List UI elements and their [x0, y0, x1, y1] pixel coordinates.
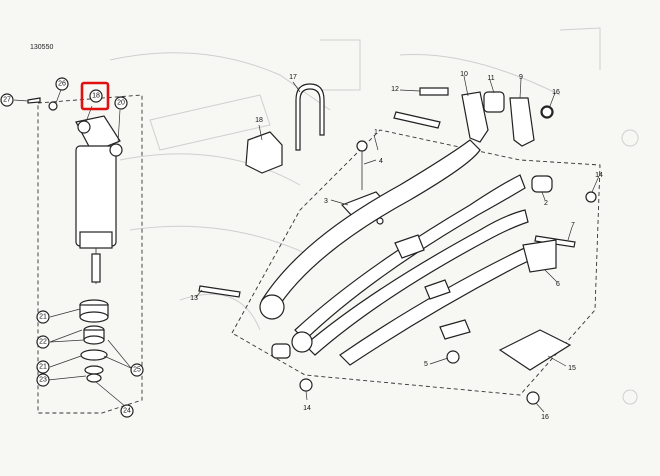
callout-11[interactable]: 11 — [487, 75, 494, 82]
svg-text:15: 15 — [568, 365, 576, 372]
callout-15[interactable]: 15 — [568, 365, 576, 372]
highlight-box — [80, 81, 110, 111]
callout-21-upper[interactable]: 21 — [36, 310, 50, 324]
nut-16-top — [541, 106, 553, 118]
svg-text:23: 23 — [39, 377, 47, 384]
svg-text:2: 2 — [544, 200, 548, 207]
svg-text:17: 17 — [289, 74, 297, 81]
svg-text:16: 16 — [541, 414, 549, 421]
leaf-spring-pack — [259, 139, 543, 366]
leader-lines — [13, 75, 600, 413]
callout-14-right[interactable]: 14 — [595, 172, 603, 179]
nut-5 — [446, 350, 460, 364]
bushing-stack — [79, 299, 109, 383]
callout-5[interactable]: 5 — [424, 361, 428, 368]
svg-text:21: 21 — [39, 364, 47, 371]
callout-10[interactable]: 10 — [460, 71, 468, 78]
svg-text:9: 9 — [519, 74, 523, 81]
svg-text:18: 18 — [255, 117, 263, 124]
svg-text:20: 20 — [117, 100, 125, 107]
svg-text:25: 25 — [133, 367, 141, 374]
callout-17[interactable]: 17 — [289, 74, 297, 81]
shock-absorber — [75, 115, 123, 284]
svg-text:12: 12 — [391, 86, 399, 93]
callout-16-bottom[interactable]: 16 — [541, 414, 549, 421]
callout-25[interactable]: 25 — [130, 363, 144, 377]
background-ghost-drawing — [109, 27, 639, 405]
svg-text:26: 26 — [58, 81, 66, 88]
svg-text:18: 18 — [92, 93, 100, 100]
svg-text:3: 3 — [324, 198, 328, 205]
svg-text:24: 24 — [123, 408, 131, 415]
svg-text:14: 14 — [303, 405, 311, 412]
drawing-reference: 130550 — [30, 44, 53, 51]
nut-14-right — [585, 191, 597, 203]
svg-text:11: 11 — [487, 75, 494, 82]
svg-text:14: 14 — [595, 172, 603, 179]
svg-text:16: 16 — [552, 89, 560, 96]
svg-text:4: 4 — [379, 158, 383, 165]
callout-14-bottom[interactable]: 14 — [303, 405, 311, 412]
callout-1[interactable]: 1 — [374, 129, 378, 136]
spring-hanger — [522, 239, 557, 273]
svg-text:22: 22 — [39, 339, 47, 346]
callout-18-bracket[interactable]: 18 — [255, 117, 263, 124]
bushing — [531, 175, 553, 193]
svg-text:27: 27 — [3, 97, 11, 104]
shackle-assembly — [393, 87, 554, 147]
shock-absorber-group-outline — [37, 94, 143, 414]
nut-16-bottom — [526, 391, 540, 405]
lower-bushing — [271, 343, 291, 359]
callout-12[interactable]: 12 — [391, 86, 399, 93]
callout-9[interactable]: 9 — [519, 74, 523, 81]
small-fasteners-left — [27, 97, 58, 111]
callout-3[interactable]: 3 — [324, 198, 328, 205]
callout-27[interactable]: 27 — [0, 93, 14, 107]
callout-4[interactable]: 4 — [379, 158, 383, 165]
callout-6[interactable]: 6 — [556, 281, 560, 288]
callout-22[interactable]: 22 — [36, 335, 50, 349]
callout-13[interactable]: 13 — [190, 295, 198, 302]
long-bolt — [198, 285, 241, 298]
svg-text:21: 21 — [39, 314, 47, 321]
callout-7[interactable]: 7 — [571, 222, 575, 229]
svg-text:10: 10 — [460, 71, 468, 78]
svg-text:5: 5 — [424, 361, 428, 368]
svg-text:6: 6 — [556, 281, 560, 288]
nut-14-bottom — [299, 378, 313, 392]
callout-26[interactable]: 26 — [55, 77, 69, 91]
u-bolt — [295, 83, 325, 151]
callout-20[interactable]: 20 — [114, 96, 128, 110]
callout-21-lower[interactable]: 21 — [36, 360, 50, 374]
base-plate — [498, 329, 572, 371]
mounting-bracket — [245, 131, 283, 174]
callout-2[interactable]: 2 — [544, 200, 548, 207]
svg-text:7: 7 — [571, 222, 575, 229]
callout-18-highlighted[interactable]: 18 — [89, 89, 103, 103]
leaf-spring-group-outline — [231, 129, 601, 396]
svg-text:1: 1 — [374, 129, 378, 136]
callout-23[interactable]: 23 — [36, 373, 50, 387]
callout-16-top[interactable]: 16 — [552, 89, 560, 96]
svg-text:13: 13 — [190, 295, 198, 302]
callout-24[interactable]: 24 — [120, 404, 134, 418]
